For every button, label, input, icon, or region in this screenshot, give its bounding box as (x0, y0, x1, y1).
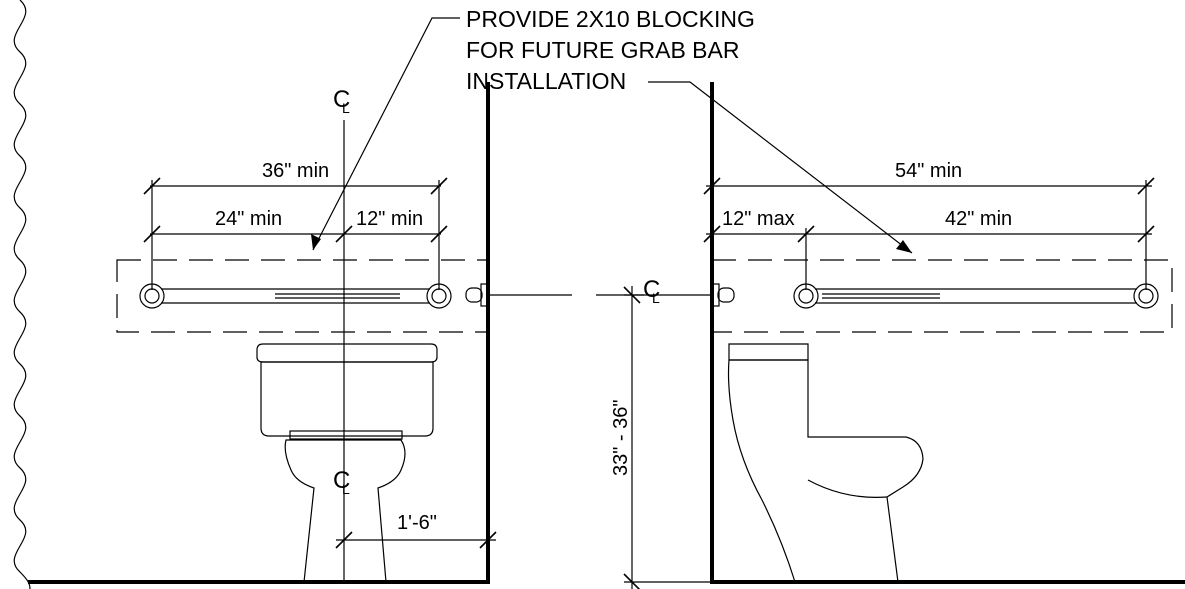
dim-text-33-36: 33" - 36" (610, 400, 632, 476)
blocking-callout: PROVIDE 2X10 BLOCKING FOR FUTURE GRAB BA… (311, 6, 913, 254)
dim-text-42-min: 42" min (945, 208, 1012, 230)
leader-arrow-right (896, 240, 912, 253)
centerline-symbol-c-right: C (643, 276, 660, 303)
toilet-front-view (256, 343, 438, 583)
callout-line-1: PROVIDE 2X10 BLOCKING (466, 6, 755, 32)
callout-line-2: FOR FUTURE GRAB BAR (466, 37, 739, 63)
dim-text-1-6: 1'-6" (397, 512, 437, 534)
centerline-symbol-l: L (342, 100, 350, 116)
grab-bar-section-left (465, 283, 572, 307)
dimension-24-12: 24" min 12" min (143, 208, 448, 243)
dimension-1-6: 1'-6" (335, 512, 497, 549)
wall-break-line (13, 0, 31, 589)
grab-bar-left (139, 283, 452, 309)
blocking-zone-right (712, 259, 1173, 333)
dim-text-24-min: 24" min (215, 208, 282, 230)
toilet-side-view (727, 343, 924, 583)
dim-text-54-min: 54" min (895, 160, 962, 182)
callout-line-3: INSTALLATION (466, 68, 626, 94)
centerline-symbol-c: C (333, 86, 350, 113)
blocking-zone-left (116, 259, 489, 333)
leader-arrow-left (311, 234, 321, 250)
centerline-symbol-c-lower: C (333, 467, 350, 494)
dimension-12-42: 12" max 42" min (703, 208, 1155, 290)
centerline-symbol-l-right: L (652, 290, 660, 306)
grab-bar-right (793, 283, 1159, 309)
leader-line-right (648, 81, 913, 254)
leader-line-left (312, 17, 460, 251)
dim-text-12-max: 12" max (722, 208, 795, 230)
grab-bar-section-right (712, 283, 735, 307)
dimension-54-min: 54" min (703, 160, 1155, 290)
dimension-height: 33" - 36" (610, 286, 712, 589)
dim-text-12-min: 12" min (356, 208, 423, 230)
centerline-symbol-l-lower: L (342, 481, 350, 497)
dim-text-36-min: 36" min (262, 160, 329, 182)
